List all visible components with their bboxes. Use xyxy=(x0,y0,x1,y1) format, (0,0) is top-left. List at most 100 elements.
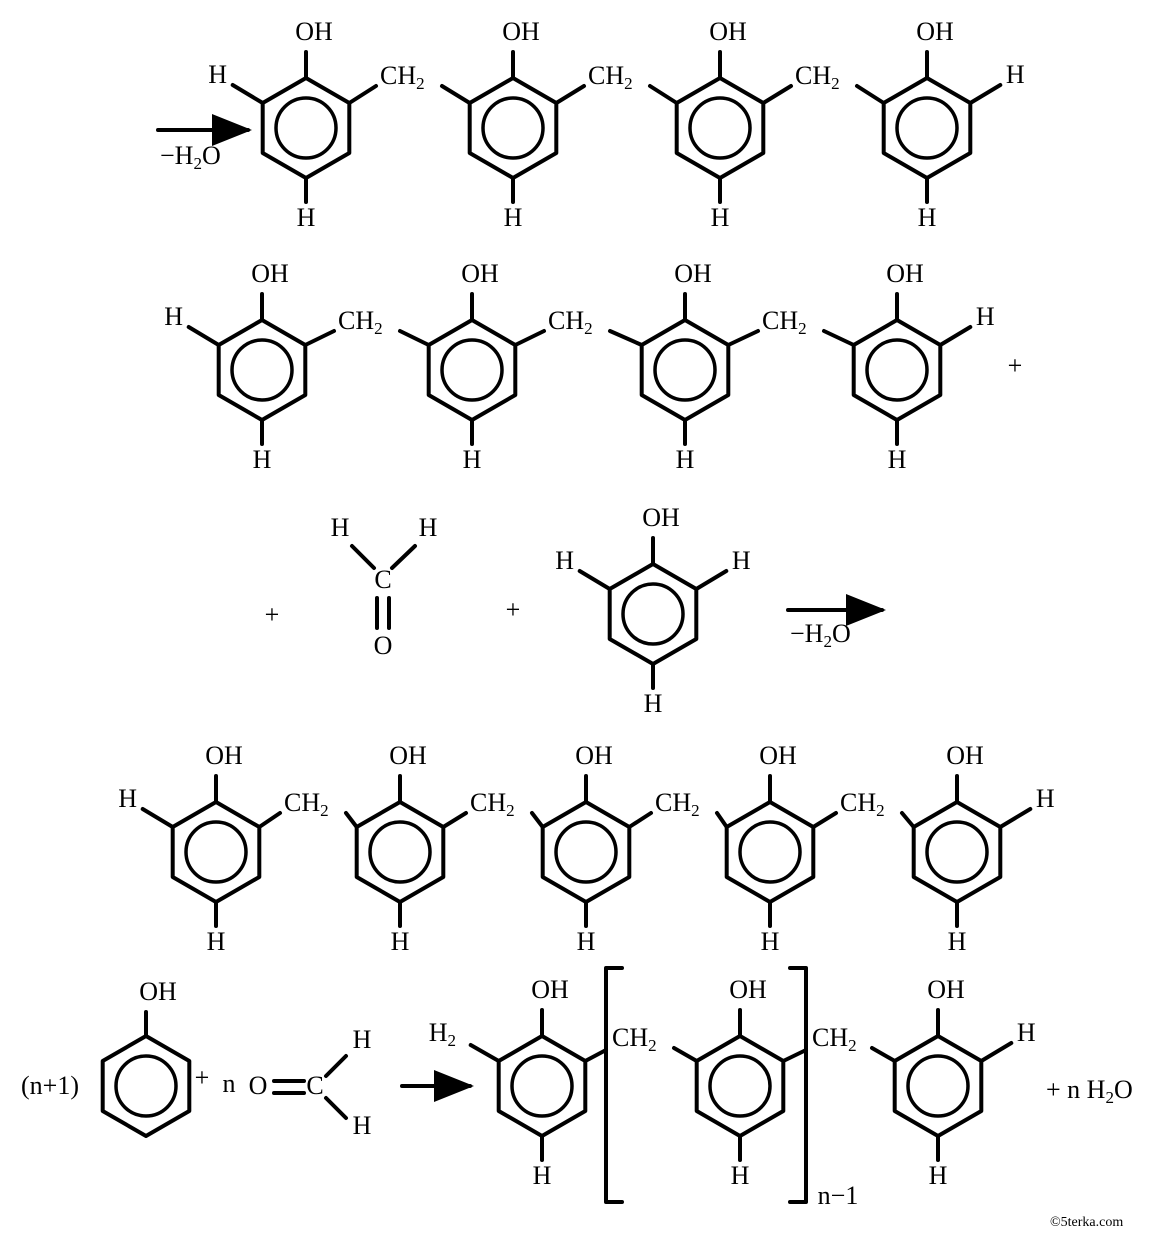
hydrogen-label: H xyxy=(555,546,574,575)
h-bond xyxy=(186,325,221,347)
hydroxyl-label: OH xyxy=(502,17,540,46)
hydrogen-label: H xyxy=(948,927,967,956)
carbon-label: C xyxy=(374,565,391,594)
aromatic-circle xyxy=(865,338,929,402)
stoichiometry-label: (n+1) xyxy=(21,1071,79,1100)
methylene-label: CH2 xyxy=(762,306,807,338)
hydrogen-label: H xyxy=(976,302,995,331)
water-elimination-label: −H2O xyxy=(790,619,851,651)
watermark: ©5terka.com xyxy=(1050,1215,1123,1230)
benzene-ring xyxy=(100,1034,192,1138)
methylene-bond xyxy=(441,811,468,829)
hydrogen-label: H xyxy=(711,203,730,232)
hydroxyl-label: OH xyxy=(886,259,924,288)
methylene-bond xyxy=(530,811,545,829)
methylene-bond xyxy=(781,1048,808,1063)
methylene-label: CH2 xyxy=(284,788,329,820)
methylene-bond xyxy=(347,84,378,105)
hydrogen-label: H xyxy=(1017,1018,1036,1047)
hydrogen-label: H xyxy=(888,445,907,474)
hydrogen-label: H xyxy=(253,445,272,474)
methylene-bond xyxy=(513,329,546,347)
plus-sign: + xyxy=(195,1063,210,1092)
methylene-label: CH2 xyxy=(795,61,840,93)
hydroxyl-label: OH xyxy=(575,741,613,770)
aromatic-circle xyxy=(906,1054,970,1118)
methylene-bond xyxy=(822,329,856,347)
h-bond xyxy=(968,83,1003,105)
methylene-label: CH2 xyxy=(548,306,593,338)
methylene-bond xyxy=(855,84,886,105)
methylene-bond xyxy=(554,84,586,105)
hydrogen-label: H xyxy=(391,927,410,956)
aromatic-circle xyxy=(184,820,248,884)
methylene-bond xyxy=(344,811,359,829)
aromatic-circle xyxy=(440,338,504,402)
hydroxyl-label: OH xyxy=(139,977,177,1006)
hydrogen-label: H xyxy=(353,1025,372,1054)
hydroxyl-label: OH xyxy=(205,741,243,770)
methylene-label: CH2 xyxy=(655,788,700,820)
h-bond xyxy=(998,807,1033,829)
hydrogen-label: H xyxy=(207,927,226,956)
plus-sign: + xyxy=(265,600,280,629)
aromatic-circle xyxy=(510,1054,574,1118)
oxygen-label: O xyxy=(249,1071,268,1100)
methylene-bond xyxy=(398,329,431,347)
aromatic-circle xyxy=(895,96,959,160)
hydrogen-label: H xyxy=(577,927,596,956)
ch-bond xyxy=(350,544,376,570)
hydroxyl-label: OH xyxy=(709,17,747,46)
repeat-index-label: n−1 xyxy=(818,1181,859,1210)
hydrogen-label: H xyxy=(732,546,751,575)
methylene-bond xyxy=(608,329,644,347)
plus-sign: + xyxy=(506,595,521,624)
hydrogen-label: H xyxy=(504,203,523,232)
hydrogen-label: H xyxy=(731,1161,750,1190)
hydrogen-label: H xyxy=(676,445,695,474)
hydrogen-label: H xyxy=(1006,60,1025,89)
hydroxyl-label: OH xyxy=(674,259,712,288)
ch-bond xyxy=(324,1054,348,1078)
h-bond xyxy=(230,83,265,105)
h-bond xyxy=(694,569,729,591)
hydrogen-label: H xyxy=(918,203,937,232)
h-bond xyxy=(468,1043,501,1063)
methylene-bond xyxy=(583,1048,608,1063)
hydroxyl-label: OH xyxy=(759,741,797,770)
aromatic-circle xyxy=(368,820,432,884)
hydroxyl-label: OH xyxy=(531,975,569,1004)
aromatic-circle xyxy=(925,820,989,884)
aromatic-circle xyxy=(688,96,752,160)
hydrogen-label: H xyxy=(761,927,780,956)
methylene-label: CH2 xyxy=(840,788,885,820)
hydroxyl-label: OH xyxy=(461,259,499,288)
water-elimination-label: −H2O xyxy=(160,141,221,173)
aromatic-circle xyxy=(621,582,685,646)
aromatic-circle xyxy=(554,820,618,884)
methylene-bond xyxy=(257,811,282,829)
methylene-bond xyxy=(627,811,653,829)
hydrogen-label: H xyxy=(419,513,438,542)
stoichiometry-label: n xyxy=(223,1069,236,1098)
methylene-bond xyxy=(870,1046,897,1063)
aromatic-circle xyxy=(230,338,294,402)
repeat-bracket-left xyxy=(604,966,624,1204)
methylene-bond xyxy=(726,329,760,347)
h-bond xyxy=(938,325,973,347)
hydroxyl-label: OH xyxy=(916,17,954,46)
methylene-label: CH2 xyxy=(338,306,383,338)
hydrogen-label: H xyxy=(533,1161,552,1190)
aromatic-circle xyxy=(708,1054,772,1118)
aromatic-circle xyxy=(653,338,717,402)
hydrogen-label: H xyxy=(331,513,350,542)
hydroxyl-label: OH xyxy=(251,259,289,288)
methylene-bond xyxy=(900,811,916,829)
hydrogen-label: H xyxy=(353,1111,372,1140)
methylene-label: CH2 xyxy=(612,1023,657,1055)
methylene-label: CH2 xyxy=(470,788,515,820)
ch-bond xyxy=(324,1096,348,1120)
repeat-bracket-right xyxy=(788,966,808,1204)
aromatic-circle xyxy=(114,1054,178,1118)
